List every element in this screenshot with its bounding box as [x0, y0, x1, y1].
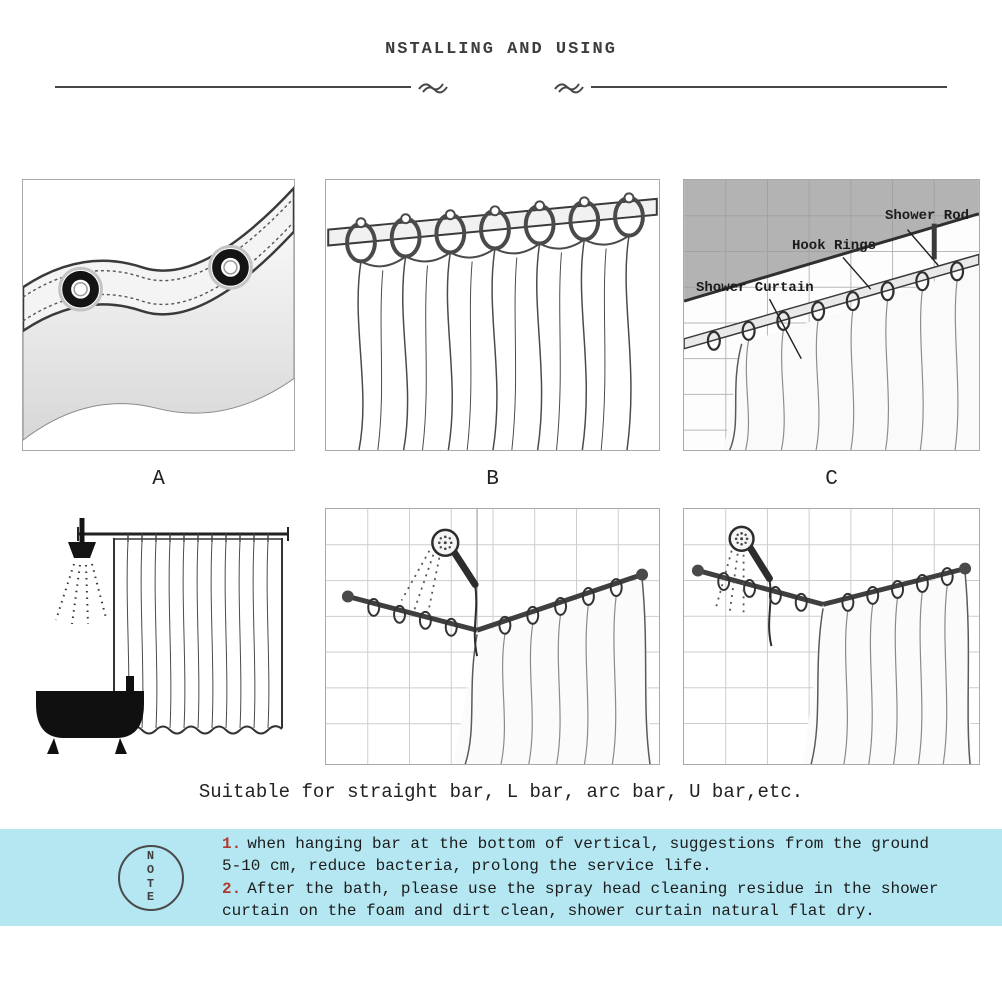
panel-straight-bar-bathtub [22, 508, 295, 765]
shower-curtain-label: Shower Curtain [696, 280, 814, 296]
wall-edge [684, 212, 979, 303]
note-item-1-text: when hanging bar at the bottom of vertic… [222, 834, 929, 876]
bathtub [36, 676, 144, 754]
curtain-left-edge [464, 634, 478, 765]
installed-rod-illustration [684, 180, 979, 450]
spray-face-dots [734, 532, 749, 546]
note-item-1: 1.when hanging bar at the bottom of vert… [222, 833, 940, 878]
note-stamp-letter: N [146, 848, 156, 863]
hook-rings [706, 261, 965, 351]
note-stamp-letter: O [146, 862, 156, 877]
panel-a-grommet-detail [22, 179, 295, 451]
shower-hose [768, 578, 773, 647]
title-divider [55, 77, 947, 97]
note-stamp-letter: T [146, 876, 156, 891]
water-spray [55, 563, 107, 625]
u-bar-scene [684, 509, 979, 765]
note-item-1-number: 1. [222, 834, 242, 853]
curtain-rod [77, 527, 289, 541]
curtain-fold-lines [745, 280, 959, 450]
shower-hose [473, 584, 479, 657]
note-text-block: 1.when hanging bar at the bottom of vert… [222, 833, 940, 923]
curtain-left-edge [810, 608, 824, 765]
panel-a-label: A [152, 468, 165, 491]
divider-squiggle-icon [554, 83, 584, 94]
hook-rings [345, 192, 645, 264]
panel-labels-row: A B C [22, 451, 980, 508]
divider-rule-right [591, 86, 947, 88]
rings-on-rod-illustration [327, 192, 658, 450]
hook-rings-label: Hook Rings [792, 238, 877, 254]
page-title: NSTALLING AND USING [385, 40, 617, 59]
curtain-surface [803, 572, 973, 765]
panel-c-label: C [825, 468, 838, 491]
grommet-right [208, 245, 253, 290]
grommet-detail-illustration [23, 186, 294, 441]
bottom-panel-row [22, 508, 980, 765]
water-spray [400, 550, 441, 617]
panel-l-bar-corner [325, 508, 660, 765]
curtain-fold-lines [500, 595, 617, 765]
shower-head [400, 528, 479, 657]
shower-rod-label: Shower Rod [884, 208, 969, 224]
panel-b-hook-rings [325, 179, 660, 451]
note-stamp: N O T E [118, 844, 184, 911]
panel-c-installed-view: Shower Rod Hook Rings Shower Curtain [683, 179, 980, 451]
suitable-caption: Suitable for straight bar, L bar, arc ba… [198, 781, 804, 803]
note-item-2-number: 2. [222, 879, 242, 898]
panel-b-label: B [486, 468, 499, 491]
note-stamp-letter: E [146, 890, 156, 905]
curtain-surface [453, 578, 653, 765]
divider-rule-left [55, 86, 411, 88]
curtain-folds [357, 234, 632, 450]
panel-u-bar-corner [683, 508, 980, 765]
curtain-right-edge [641, 578, 651, 765]
divider-squiggle-icon [418, 83, 448, 94]
shower-head [714, 525, 773, 647]
grommet-left [58, 266, 103, 312]
straight-bar-scene [36, 518, 289, 754]
upper-wall-shade [684, 180, 979, 302]
header: NSTALLING AND USING [0, 0, 1002, 97]
shower-rod [684, 223, 979, 350]
shower-rod [327, 197, 658, 247]
shower-head [55, 518, 107, 625]
curtain-left-edge [729, 343, 743, 450]
note-item-2: 2.After the bath, please use the spray h… [222, 878, 940, 923]
label-pointer-lines [768, 229, 939, 360]
note-item-2-text: After the bath, please use the spray hea… [222, 879, 939, 920]
curtain-fold-lines [843, 585, 948, 765]
curtain-right-edge [964, 572, 971, 765]
note-banner: N O T E 1.when hanging bar at the bottom… [0, 829, 1002, 926]
hook-rings [367, 578, 623, 637]
top-panel-row: Shower Rod Hook Rings Shower Curtain [22, 179, 980, 451]
l-bar-scene [326, 509, 659, 765]
spray-face-dots [438, 535, 453, 551]
